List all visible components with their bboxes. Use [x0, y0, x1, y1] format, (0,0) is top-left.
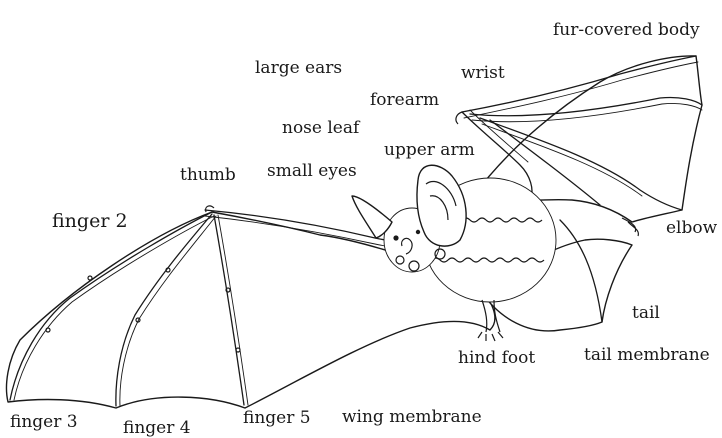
label-thumb: thumb	[180, 167, 236, 184]
label-fur-covered-body: fur-covered body	[553, 22, 700, 39]
label-large-ears: large ears	[255, 60, 342, 77]
label-hind-foot: hind foot	[458, 350, 535, 367]
label-wing-membrane: wing membrane	[342, 409, 482, 426]
label-finger-4: finger 4	[123, 420, 191, 437]
label-tail: tail	[632, 305, 660, 322]
large-ear	[417, 165, 466, 246]
side-ear	[352, 196, 392, 238]
label-forearm: forearm	[370, 92, 439, 109]
small-eye	[393, 235, 398, 240]
label-small-eyes: small eyes	[267, 163, 357, 180]
label-upper-arm: upper arm	[384, 142, 475, 159]
label-elbow: elbow	[666, 220, 717, 237]
label-finger-2: finger 2	[52, 212, 128, 231]
label-finger-3: finger 3	[10, 414, 78, 431]
label-finger-5: finger 5	[243, 410, 311, 427]
label-wrist: wrist	[461, 65, 505, 82]
label-tail-membrane: tail membrane	[584, 347, 710, 364]
label-nose-leaf: nose leaf	[282, 120, 359, 137]
